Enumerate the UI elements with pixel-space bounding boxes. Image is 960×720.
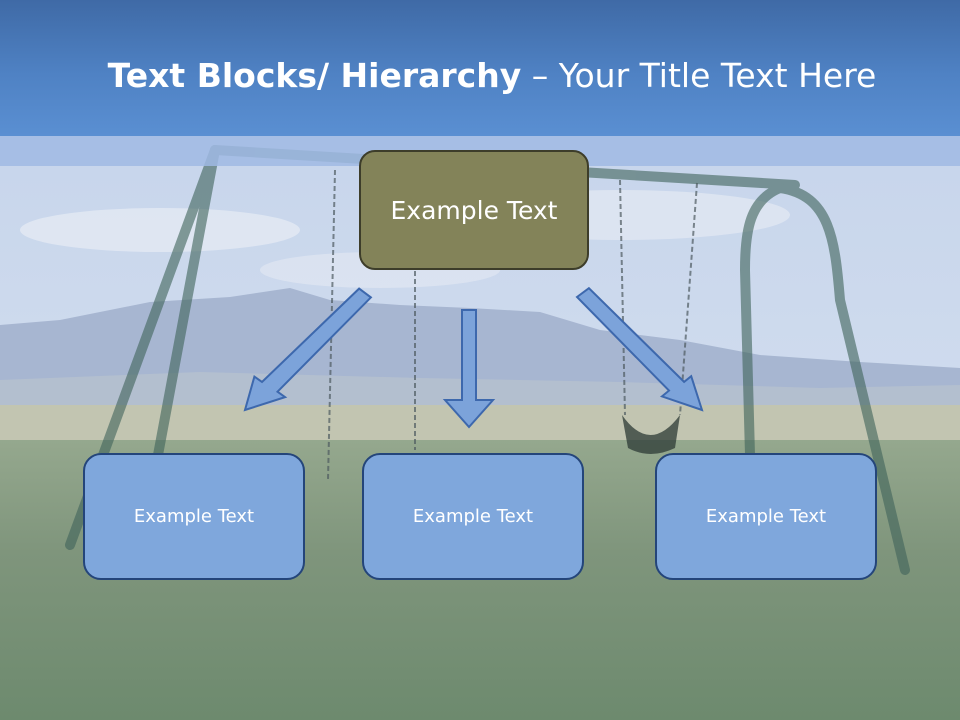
child-text-block-1[interactable]: Example Text (83, 453, 305, 580)
title-bar (0, 0, 960, 136)
slide-title-bold: Text Blocks/ Hierarchy (107, 56, 522, 95)
root-text-block[interactable]: Example Text (359, 150, 589, 270)
child-text-block-2[interactable]: Example Text (362, 453, 584, 580)
slide-title: Text Blocks/ Hierarchy – Your Title Text… (0, 52, 960, 100)
child-text-block-3[interactable]: Example Text (655, 453, 877, 580)
child-text-2: Example Text (412, 506, 534, 527)
arrow-right (575, 286, 704, 412)
arrow-left (243, 287, 373, 412)
child-text-1: Example Text (133, 506, 255, 527)
slide-title-rest: – Your Title Text Here (521, 56, 877, 95)
arrow-center (442, 309, 496, 429)
child-text-3: Example Text (705, 506, 827, 527)
root-text: Example Text (390, 195, 558, 225)
